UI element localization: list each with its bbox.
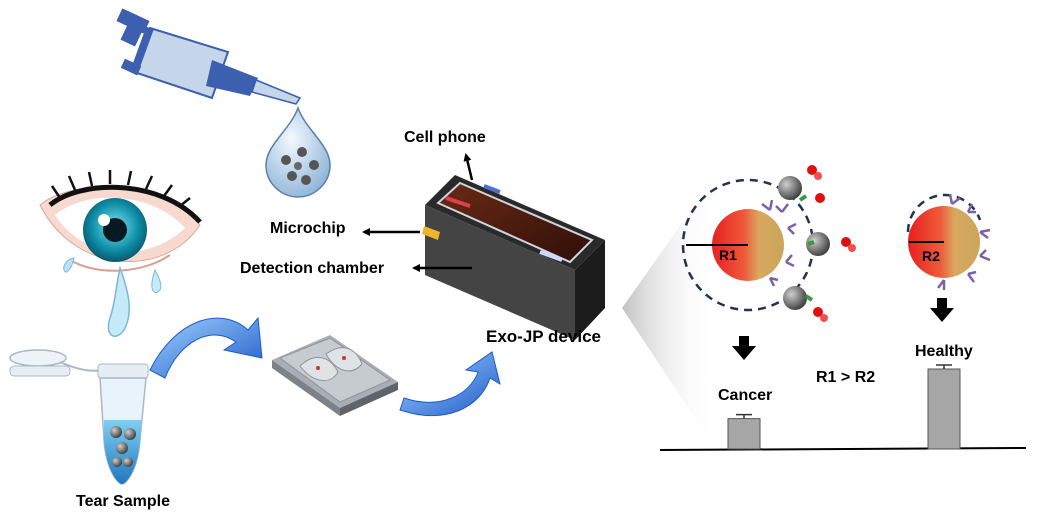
cancer-label: Cancer: [718, 387, 773, 404]
tear-sample-label: Tear Sample: [76, 493, 170, 510]
healthy-label: Healthy: [915, 343, 973, 360]
r1-label: R1: [719, 247, 737, 263]
errorbar-healthy: [936, 364, 952, 369]
arrow-icon: [399, 351, 501, 417]
r2-label: R2: [922, 248, 940, 264]
device-label: Exo-JP device: [486, 327, 601, 346]
arrow-icon: [149, 316, 263, 379]
arrow-icon: [732, 336, 756, 360]
device-icon: [422, 175, 605, 340]
arrow-icon: [930, 298, 954, 322]
droplet-icon: [265, 105, 331, 198]
microchip-label: Microchip: [270, 220, 346, 237]
bar-baseline: [659, 447, 1027, 451]
ratio-label: R1 > R2: [816, 369, 876, 386]
bar-healthy: [927, 368, 961, 450]
exosome-icon: [906, 193, 991, 290]
errorbar-cancer: [736, 413, 752, 419]
cell-phone-arrow: [463, 153, 474, 181]
bar-chart: [659, 364, 1027, 451]
cell-phone-label: Cell phone: [404, 129, 486, 146]
tube-icon: [9, 349, 149, 485]
detection-chamber-label: Detection chamber: [240, 260, 385, 277]
exosome-icon: [681, 165, 856, 322]
eye-icon: [39, 170, 202, 337]
projection-beam: [622, 175, 716, 450]
pipette-icon: [116, 8, 302, 105]
microchip-icon: [272, 335, 398, 416]
bar-cancer: [727, 418, 761, 450]
